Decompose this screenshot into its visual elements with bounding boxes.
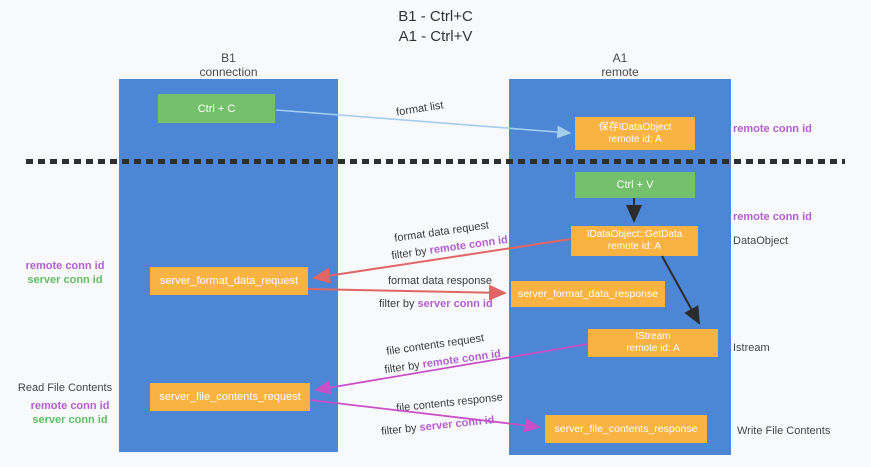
idataobject-getdata-label: IDataObject::GetData <box>586 229 683 240</box>
left-column-subtitle: connection <box>199 65 258 79</box>
remote-conn-id-text: remote conn id <box>733 211 812 223</box>
left-column-header: B1 connection <box>119 51 338 79</box>
write-file-contents-label: Write File Contents <box>737 425 830 437</box>
read-file-contents-text: Read File Contents <box>17 382 113 394</box>
filter-by-server-conn-id-label-2: filter by server conn id <box>381 414 495 438</box>
dataobject-side-label: DataObject <box>733 235 788 247</box>
right-column-header: A1 remote <box>509 51 731 79</box>
remote-conn-id-right-top: remote conn id <box>733 123 812 135</box>
ctrl-c-box: Ctrl + C <box>158 94 275 123</box>
idataobject-getdata-box: IDataObject::GetData remote id: A <box>571 226 698 256</box>
right-column-subtitle: remote <box>601 65 639 79</box>
title-line-copy: B1 - Ctrl+C <box>398 8 473 25</box>
filter-by-server-conn-id-label-1: filter by server conn id <box>379 298 493 310</box>
ctrl-v-box: Ctrl + V <box>575 172 695 198</box>
server-conn-id-left-bottom: server conn id <box>15 414 125 426</box>
server-format-data-response-box: server_format_data_response <box>511 281 665 307</box>
istream-text: Istream <box>733 342 770 354</box>
file-contents-response-text: file contents response <box>395 391 504 415</box>
save-idataobject-label: 保存IDataObject <box>598 121 672 133</box>
format-list-label: format list <box>395 99 444 118</box>
ctrl-v-label: Ctrl + V <box>616 179 654 191</box>
format-data-response-label: format data response <box>388 275 492 287</box>
diagram-title: B1 - Ctrl+C A1 - Ctrl+V <box>0 7 871 47</box>
read-file-contents-label: Read File Contents <box>10 382 120 394</box>
copy-paste-separator-line <box>26 159 845 164</box>
remote-conn-id-right-mid: remote conn id <box>733 211 812 223</box>
istream-remote-id: remote id: A <box>626 343 680 354</box>
write-file-contents-text: Write File Contents <box>737 425 831 437</box>
server-conn-id-text: server conn id <box>27 274 103 286</box>
dataobject-text: DataObject <box>733 235 789 247</box>
filter-by-text: filter by <box>383 358 424 377</box>
server-format-data-request-box: server_format_data_request <box>150 267 308 295</box>
filter-by-text: filter by <box>379 298 418 310</box>
left-column-name: B1 <box>221 51 236 65</box>
filter-by-text: filter by <box>390 244 431 263</box>
filter-by-text: filter by <box>380 421 421 438</box>
server-conn-id-text: server conn id <box>32 414 108 426</box>
istream-side-label: Istream <box>733 342 770 354</box>
remote-conn-id-text: remote conn id <box>30 400 110 412</box>
istream-box: IStream remote id: A <box>588 329 718 357</box>
save-idataobject-box: 保存IDataObject remote id: A <box>575 117 695 150</box>
server-conn-id-text: server conn id <box>417 298 493 310</box>
server-file-contents-response-label: server_file_contents_response <box>554 422 698 435</box>
idataobject-getdata-remote-id: remote id: A <box>607 241 662 252</box>
save-idataobject-remote-id: remote id: A <box>608 133 662 145</box>
title-line-paste: A1 - Ctrl+V <box>398 28 473 45</box>
server-file-contents-request-box: server_file_contents_request <box>150 383 310 411</box>
format-list-text: format list <box>395 99 445 119</box>
format-data-response-text: format data response <box>388 275 492 287</box>
remote-conn-id-text: remote conn id <box>421 347 502 371</box>
server-file-contents-response-box: server_file_contents_response <box>545 415 707 443</box>
istream-label: IStream <box>635 331 671 342</box>
remote-conn-id-left-top: remote conn id <box>15 260 115 272</box>
server-format-data-request-label: server_format_data_request <box>159 274 299 287</box>
server-conn-id-text: server conn id <box>418 414 496 434</box>
server-conn-id-left-top: server conn id <box>15 274 115 286</box>
server-format-data-response-label: server_format_data_response <box>517 287 659 300</box>
remote-conn-id-left-bottom: remote conn id <box>15 400 125 412</box>
file-contents-response-label: file contents response <box>396 391 504 414</box>
ctrl-c-label: Ctrl + C <box>197 102 236 115</box>
server-file-contents-request-label: server_file_contents_request <box>159 390 301 403</box>
remote-conn-id-text: remote conn id <box>733 123 812 135</box>
remote-conn-id-text: remote conn id <box>25 260 105 272</box>
right-column-name: A1 <box>612 51 628 65</box>
